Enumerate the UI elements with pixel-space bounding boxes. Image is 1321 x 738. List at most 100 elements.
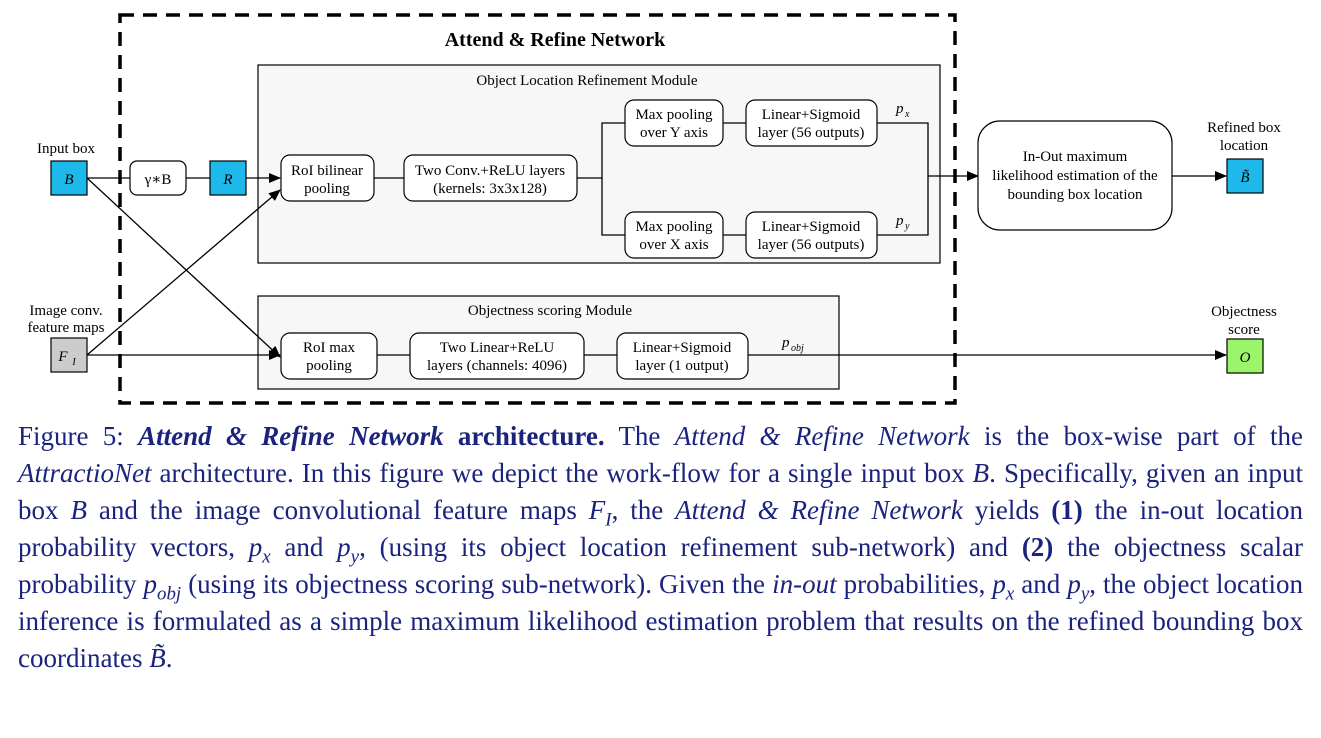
pobj-subscript: obj xyxy=(791,343,804,354)
linear-relu-node xyxy=(409,332,585,380)
roi-max-pooling-line2: pooling xyxy=(306,358,352,374)
caption-text: p xyxy=(337,532,351,562)
caption-text: is the box-wise part of the xyxy=(969,421,1303,451)
refined-box-label-line2: location xyxy=(1220,138,1269,154)
py-subscript: y xyxy=(904,221,910,232)
maxpool-x-line2: over X axis xyxy=(639,237,708,253)
gamma-scale-node xyxy=(129,160,187,196)
caption-text: and xyxy=(270,532,338,562)
caption-text: Attend & Refine Network xyxy=(674,421,970,451)
feature-maps-label-line1: Image conv. xyxy=(29,303,102,319)
refined-box-label-line1: Refined box xyxy=(1207,120,1281,136)
objectness-label-line1: Objectness xyxy=(1211,304,1277,320)
feature-maps-symbol: F xyxy=(57,349,68,365)
objectness-node xyxy=(1226,338,1264,374)
r-box-symbol: R xyxy=(222,172,232,188)
caption-text: F xyxy=(588,495,606,525)
network-frame xyxy=(118,13,957,405)
px-subscript: x xyxy=(904,109,910,120)
caption-text: B xyxy=(972,458,990,488)
objectness-symbol: O xyxy=(1240,350,1251,366)
refinement-module-title: Object Location Refinement Module xyxy=(476,73,698,89)
input-box-label: Input box xyxy=(37,141,95,157)
feature-maps-subscript: I xyxy=(71,357,76,368)
caption-text: (using its objectness scoring sub-networ… xyxy=(181,569,773,599)
caption-text: yields xyxy=(962,495,1052,525)
linear-sigmoid-obj-line1: Linear+Sigmoid xyxy=(633,340,732,356)
px-label: p xyxy=(895,101,904,117)
roi-bilinear-pooling-node xyxy=(280,154,375,202)
inout-mle-line1: In-Out maximum xyxy=(1023,149,1128,165)
roi-max-pooling-node xyxy=(280,332,378,380)
caption-text: Attend & Refine Network xyxy=(675,495,963,525)
caption-text: B xyxy=(70,495,87,525)
caption-text: in-out xyxy=(772,569,837,599)
caption-text: AttractioNet xyxy=(18,458,152,488)
roi-max-pooling-line1: RoI max xyxy=(303,340,356,356)
caption-text: . Specifically, given an input box xyxy=(18,458,1303,525)
maxpool-y-line1: Max pooling xyxy=(635,107,713,123)
inout-mle-node xyxy=(977,120,1173,231)
figure-caption: Figure 5: Attend & Refine Network archit… xyxy=(18,418,1303,677)
maxpool-x-node xyxy=(624,211,724,259)
objectness-label-line2: score xyxy=(1228,322,1260,338)
maxpool-y-line2: over Y axis xyxy=(640,125,708,141)
refined-box-symbol: B̃ xyxy=(1240,170,1249,186)
linear-sigmoid-y-line2: layer (56 outputs) xyxy=(758,237,865,253)
roi-bilinear-pooling-line1: RoI bilinear xyxy=(291,163,363,179)
feature-maps-node xyxy=(50,337,88,373)
conv-relu-node xyxy=(403,154,578,202)
network-title: Attend & Refine Network xyxy=(445,29,666,51)
caption-text: and the image convolutional feature maps xyxy=(86,495,589,525)
pobj-label: p xyxy=(781,335,790,351)
caption-text: , the object location inference is formu… xyxy=(18,569,1303,673)
py-label: p xyxy=(895,213,904,229)
caption-text: The xyxy=(604,421,675,451)
maxpool-x-line1: Max pooling xyxy=(635,219,713,235)
caption-text: p xyxy=(1067,569,1081,599)
caption-text: x xyxy=(1005,583,1015,605)
caption-text: probabilities, xyxy=(836,569,993,599)
inout-mle-line3: bounding box location xyxy=(1008,187,1143,203)
caption-text: and xyxy=(1014,569,1068,599)
roi-bilinear-pooling-line2: pooling xyxy=(304,181,350,197)
caption-text: p xyxy=(992,569,1006,599)
linear-sigmoid-obj-node xyxy=(616,332,749,380)
caption-text: , the xyxy=(611,495,676,525)
architecture-diagram: Attend & Refine Network Object Location … xyxy=(27,13,1281,405)
caption-text: (2) xyxy=(1021,532,1054,562)
caption-text: y xyxy=(350,546,360,568)
caption-text: (1) xyxy=(1051,495,1083,525)
caption-text: p xyxy=(248,532,263,562)
caption-text: x xyxy=(262,546,271,568)
conv-relu-line1: Two Conv.+ReLU layers xyxy=(415,163,565,179)
maxpool-y-node xyxy=(624,99,724,147)
caption-text: obj xyxy=(157,583,182,605)
caption-text: B̃ xyxy=(149,643,166,673)
refined-box-node xyxy=(1226,158,1264,194)
input-box-node xyxy=(50,160,88,196)
caption-text: p xyxy=(143,569,158,599)
linear-sigmoid-x-line2: layer (56 outputs) xyxy=(758,125,865,141)
inout-mle-line2: likelihood estimation of the xyxy=(992,168,1158,184)
input-box-symbol: B xyxy=(64,172,73,188)
conv-relu-line2: (kernels: 3x3x128) xyxy=(433,181,547,197)
connectors xyxy=(86,122,1227,360)
r-box-node xyxy=(209,160,247,196)
linear-sigmoid-y-line1: Linear+Sigmoid xyxy=(762,219,861,235)
linear-relu-line2: layers (channels: 4096) xyxy=(427,358,567,374)
caption-text: . xyxy=(165,643,173,673)
linear-sigmoid-x-node xyxy=(745,99,878,147)
linear-sigmoid-x-line1: Linear+Sigmoid xyxy=(762,107,861,123)
caption-figure-number: Figure 5: xyxy=(18,421,139,451)
caption-title: Attend & Refine Network architecture. xyxy=(138,421,605,451)
caption-text: y xyxy=(1080,583,1090,605)
caption-text: the objectness scalar probability xyxy=(18,532,1304,599)
gamma-scale-label: γ∗B xyxy=(144,172,172,188)
caption-text: , (using its object location refinement … xyxy=(359,532,1022,562)
linear-relu-line1: Two Linear+ReLU xyxy=(440,340,555,356)
linear-sigmoid-obj-line2: layer (1 output) xyxy=(635,358,728,374)
linear-sigmoid-y-node xyxy=(745,211,878,259)
caption-text: the in-out location probability vectors, xyxy=(18,495,1303,562)
feature-maps-label-line2: feature maps xyxy=(27,320,104,336)
